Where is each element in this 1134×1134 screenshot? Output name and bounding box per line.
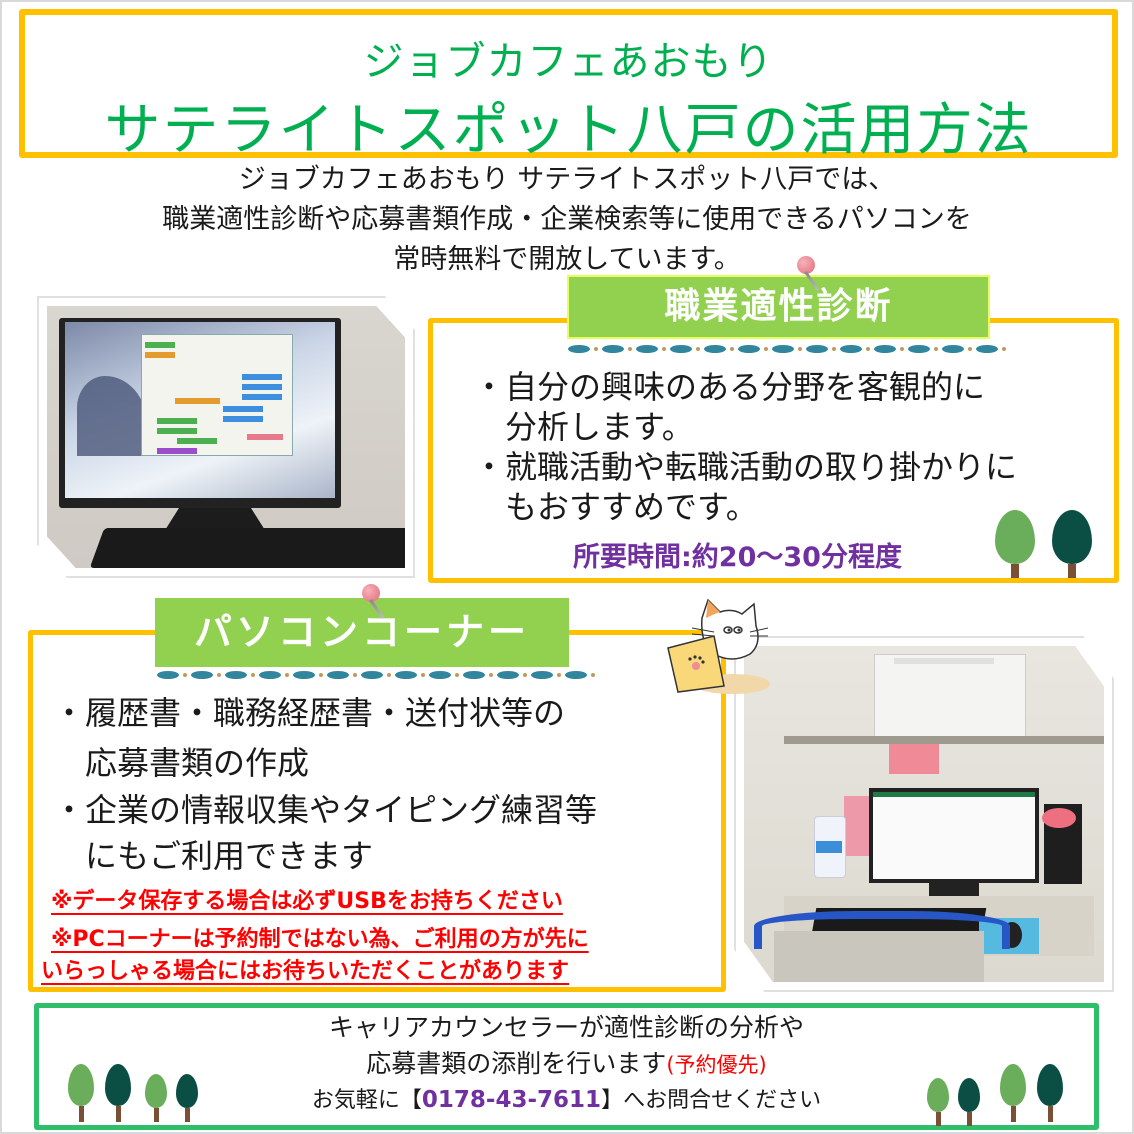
aptitude-bullet-2-line2: もおすすめです。 [505, 488, 758, 526]
title-line-1: ジョブカフェあおもり [363, 39, 774, 85]
tree-icon [105, 1064, 131, 1122]
pc-note-no-reservation: ※PCコーナーは予約制ではない為、ご利用の方が先に [51, 927, 589, 952]
intro-line: 職業適性診断や応募書類作成・企業検索等に使用できるパソコンを [162, 204, 972, 235]
footer-line-1: キャリアカウンセラーが適性診断の分析や [328, 1013, 804, 1042]
intro-text: ジョブカフェあおもり サテライトスポット八戸では、 職業適性診断や応募書類作成・… [0, 160, 1134, 280]
aptitude-bullet-1-line2: 分析します。 [505, 408, 694, 446]
tree-icon [1037, 1064, 1063, 1122]
title-box: ジョブカフェあおもり サテライトスポット八戸の活用方法 [19, 9, 1118, 163]
tree-icon [1000, 1064, 1026, 1122]
aptitude-dot-divider [568, 345, 1006, 353]
tree-icon [958, 1078, 980, 1126]
tree-icon [68, 1064, 94, 1122]
tree-icon [927, 1078, 949, 1126]
pin-icon [797, 256, 820, 294]
footer-line-3: お気軽に【0178-43-7611】へお問合せください [39, 1084, 1094, 1117]
title-line-2: サテライトスポット八戸の活用方法 [104, 98, 1033, 163]
cat-mascot-icon [662, 596, 772, 696]
pc-desk-photo [734, 636, 1114, 992]
footer-contact-suffix: 】へお問合せください [601, 1088, 822, 1113]
footer-contact-prefix: お気軽に【 [311, 1088, 422, 1113]
pc-bullet-2-line1: ・企業の情報収集やタイピング練習等 [53, 791, 598, 829]
phone-number: 0178-43-7611 [421, 1087, 602, 1113]
pc-corner-label: パソコンコーナー [155, 598, 569, 667]
pc-bullet-1-line1: ・履歴書・職務経歴書・送付状等の [53, 694, 566, 732]
intro-line: ジョブカフェあおもり サテライトスポット八戸では、 [238, 164, 896, 195]
counselor-info-box: キャリアカウンセラーが適性診断の分析や 応募書類の添削を行います(予約優先) お… [34, 1003, 1099, 1130]
footer-line-2-text: 応募書類の添削を行います [366, 1049, 667, 1078]
pc-corner-bullets: ・履歴書・職務経歴書・送付状等の 応募書類の作成 ・企業の情報収集やタイピング練… [53, 687, 597, 879]
pc-corner-box: ・履歴書・職務経歴書・送付状等の 応募書類の作成 ・企業の情報収集やタイピング練… [28, 630, 726, 992]
aptitude-bullet-2-line1: ・就職活動や転職活動の取り掛かりに [473, 448, 1018, 486]
tree-icon [1052, 510, 1092, 578]
pc-corner-dot-divider [157, 671, 595, 679]
pc-note-usb: ※データ保存する場合は必ずUSBをお持ちください [51, 889, 563, 914]
tree-icon [995, 510, 1035, 578]
footer-priority-note: (予約優先) [666, 1053, 767, 1077]
intro-line: 常時無料で開放しています。 [393, 244, 741, 275]
pc-bullet-1-line2: 応募書類の作成 [85, 744, 310, 782]
aptitude-label: 職業適性診断 [567, 275, 990, 339]
tree-icon [176, 1074, 198, 1122]
aptitude-bullets: ・自分の興味のある分野を客観的に 分析します。 ・就職活動や転職活動の取り掛かり… [473, 367, 1017, 527]
tree-icon [145, 1074, 167, 1122]
pin-icon [362, 584, 385, 622]
monitor-photo [37, 296, 415, 578]
pc-bullet-2-line2: にもご利用できます [85, 837, 374, 875]
footer-line-2: 応募書類の添削を行います(予約優先) [39, 1046, 1094, 1083]
aptitude-bullet-1-line1: ・自分の興味のある分野を客観的に [473, 368, 986, 406]
aptitude-duration: 所要時間:約20〜30分程度 [573, 542, 902, 573]
pc-note-wait: いらっしゃる場合にはお待ちいただくことがあります [41, 959, 570, 984]
